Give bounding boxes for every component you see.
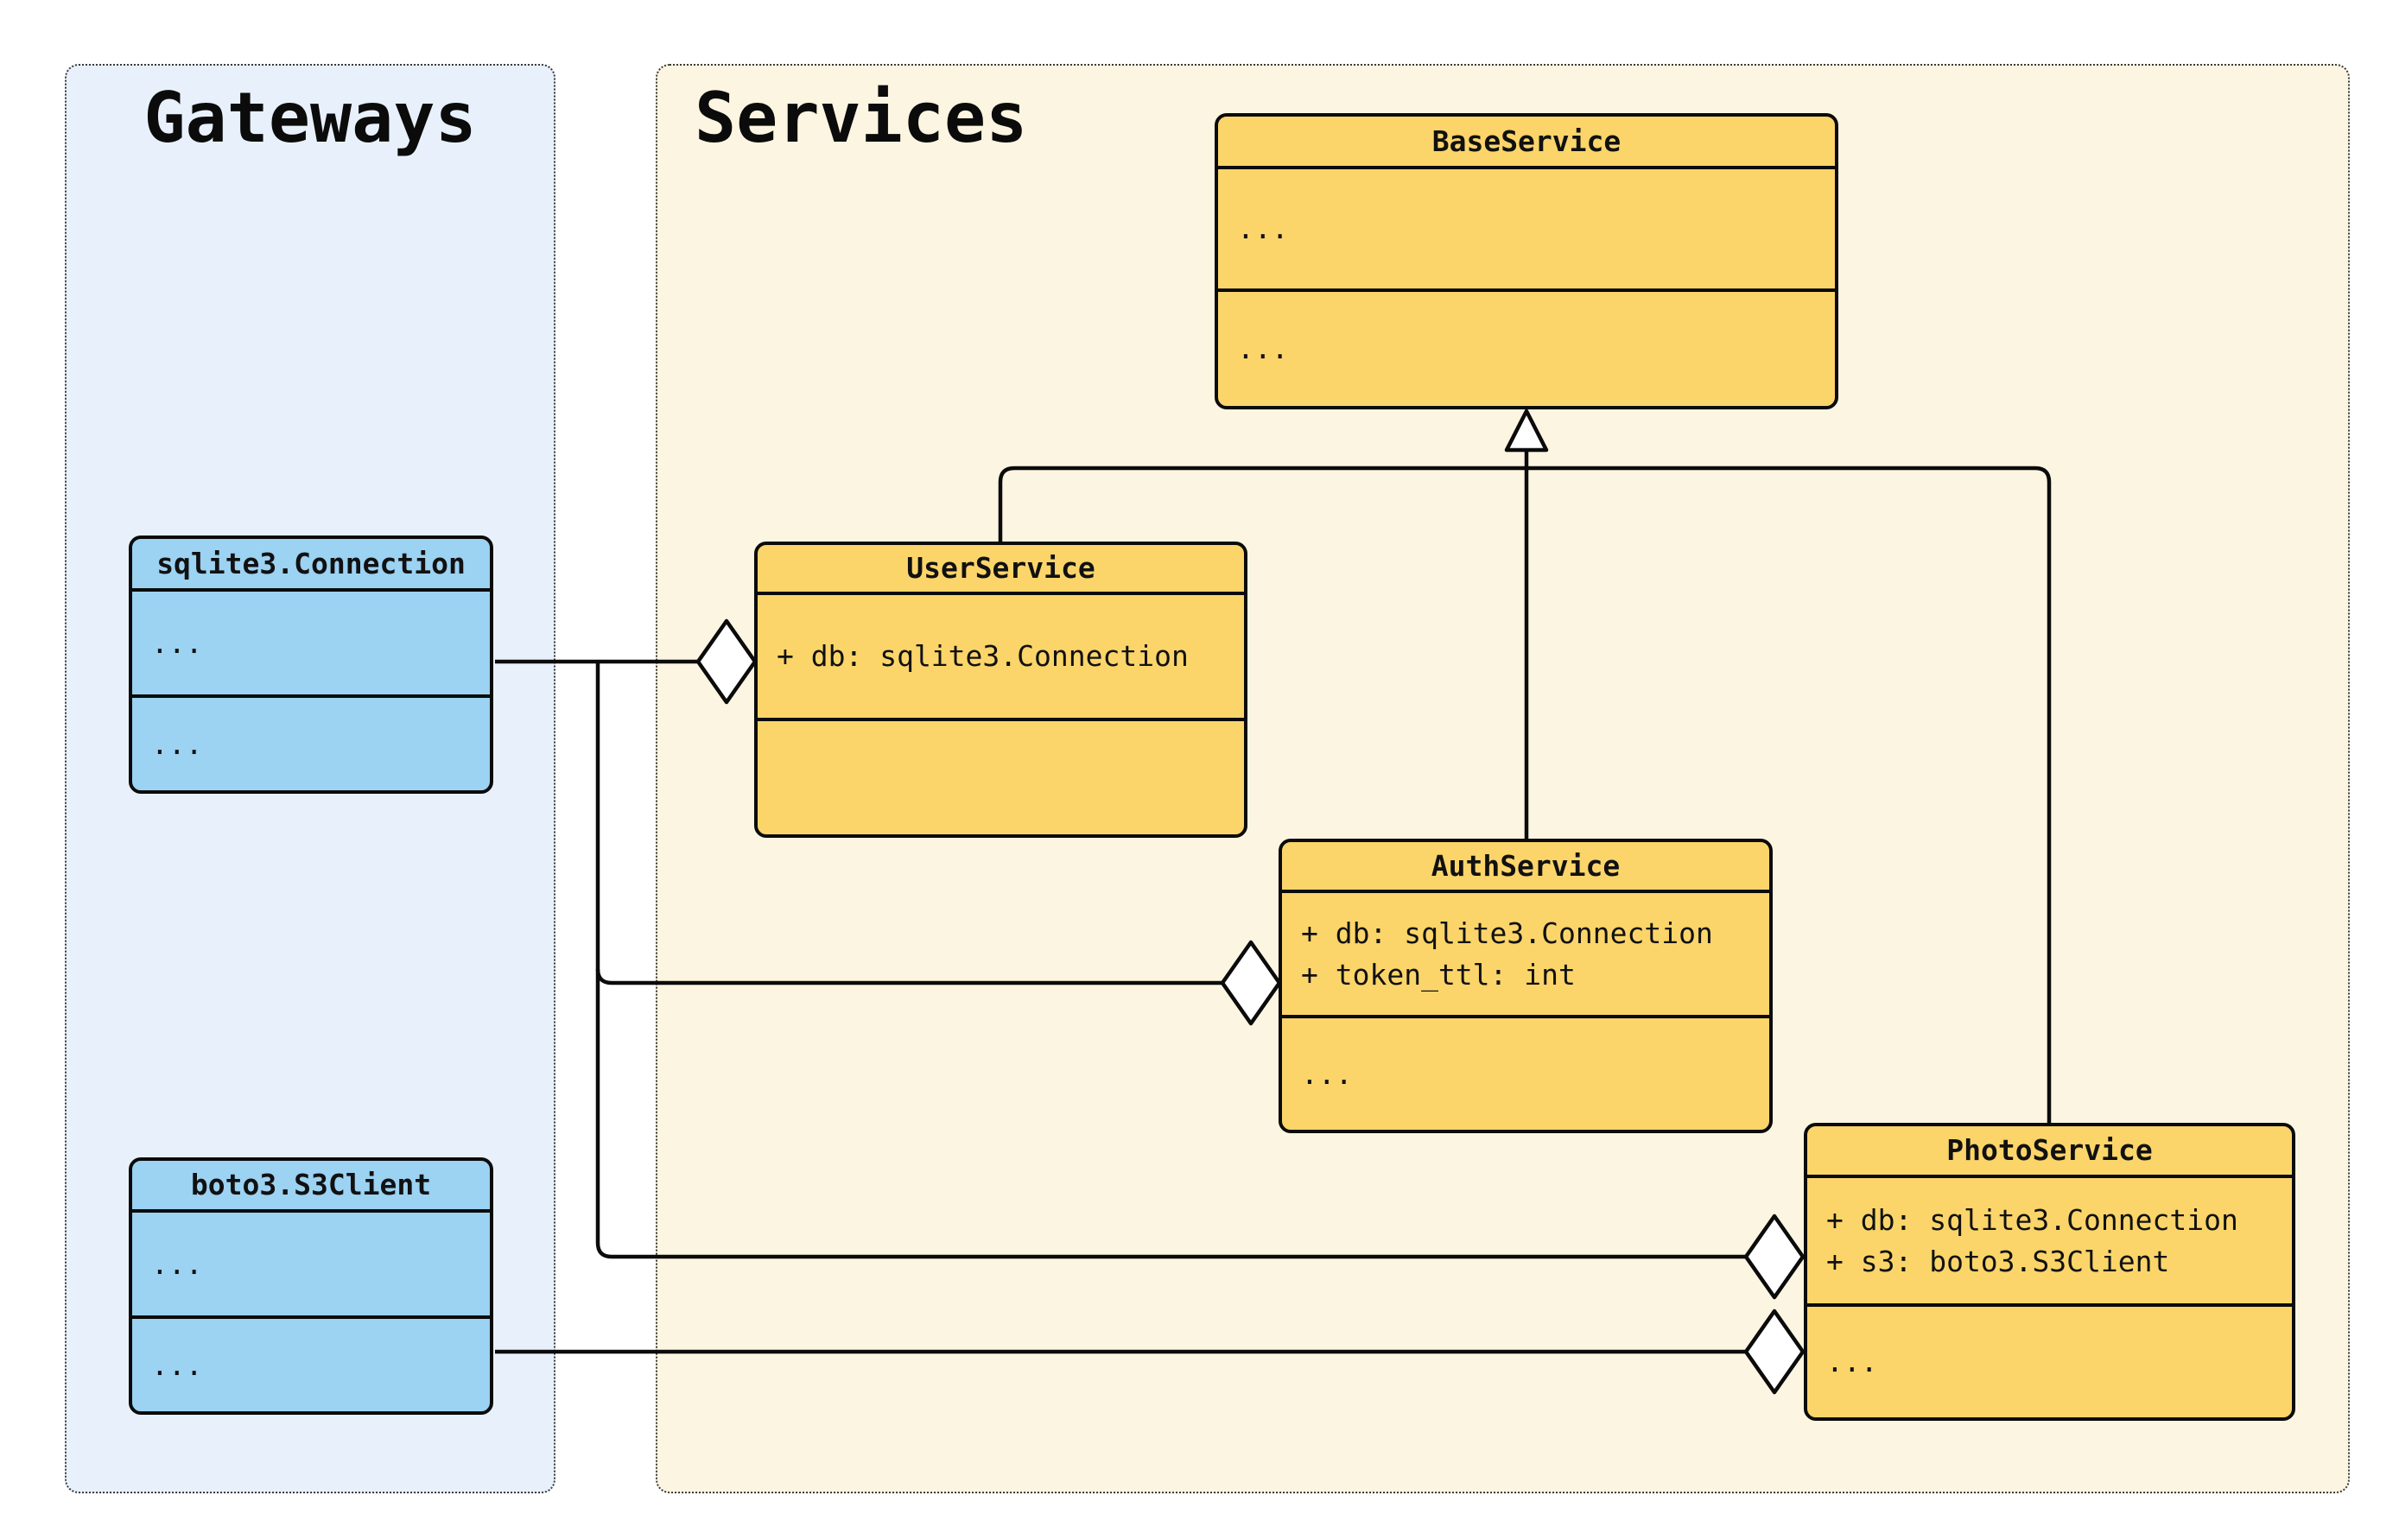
class-attribute: + token_ttl: int [1301,957,1576,992]
class-attribute: + db: sqlite3.Connection [1301,916,1713,950]
class-title: sqlite3.Connection [132,539,490,592]
inheritance-arrowhead [1504,409,1549,453]
class-sqlite3-connection: sqlite3.Connection ... ... [129,536,493,794]
class-attribute: + s3: boto3.S3Client [1826,1244,2170,1278]
class-photoservice: PhotoService + db: sqlite3.Connection + … [1804,1123,2295,1421]
class-method: ... [151,726,203,761]
class-method: ... [151,1347,203,1382]
edge-sqlite3-to-photoservice [595,662,1746,1259]
class-method: ... [1237,332,1289,365]
class-title: UserService [758,545,1244,595]
services-group-title: Services [695,78,1028,158]
aggregation-diamond-authservice [1220,940,1282,1026]
class-method: ... [1301,1056,1353,1091]
class-boto3-s3client: boto3.S3Client ... ... [129,1157,493,1415]
class-attribute: + db: sqlite3.Connection [777,639,1189,673]
class-title: boto3.S3Client [132,1161,490,1213]
class-attribute: + db: sqlite3.Connection [1826,1202,2238,1237]
edge-sqlite3-to-authservice [595,968,1222,985]
aggregation-diamond-photoservice-db [1743,1214,1806,1300]
gateways-group-title: Gateways [143,78,477,158]
class-attribute: ... [151,1246,203,1281]
class-attribute: ... [151,625,203,660]
class-attribute: ... [1237,212,1289,245]
class-title: PhotoService [1807,1126,2292,1178]
class-userservice: UserService + db: sqlite3.Connection [754,542,1247,838]
class-methods-empty [758,718,1244,834]
class-baseservice: BaseService ... ... [1215,113,1838,409]
class-method: ... [1826,1345,1878,1378]
aggregation-diamond-photoservice-s3 [1743,1309,1806,1395]
class-title: AuthService [1282,842,1769,893]
aggregation-diamond-userservice [695,618,758,705]
class-authservice: AuthService + db: sqlite3.Connection + t… [1279,839,1773,1133]
class-title: BaseService [1218,117,1835,169]
